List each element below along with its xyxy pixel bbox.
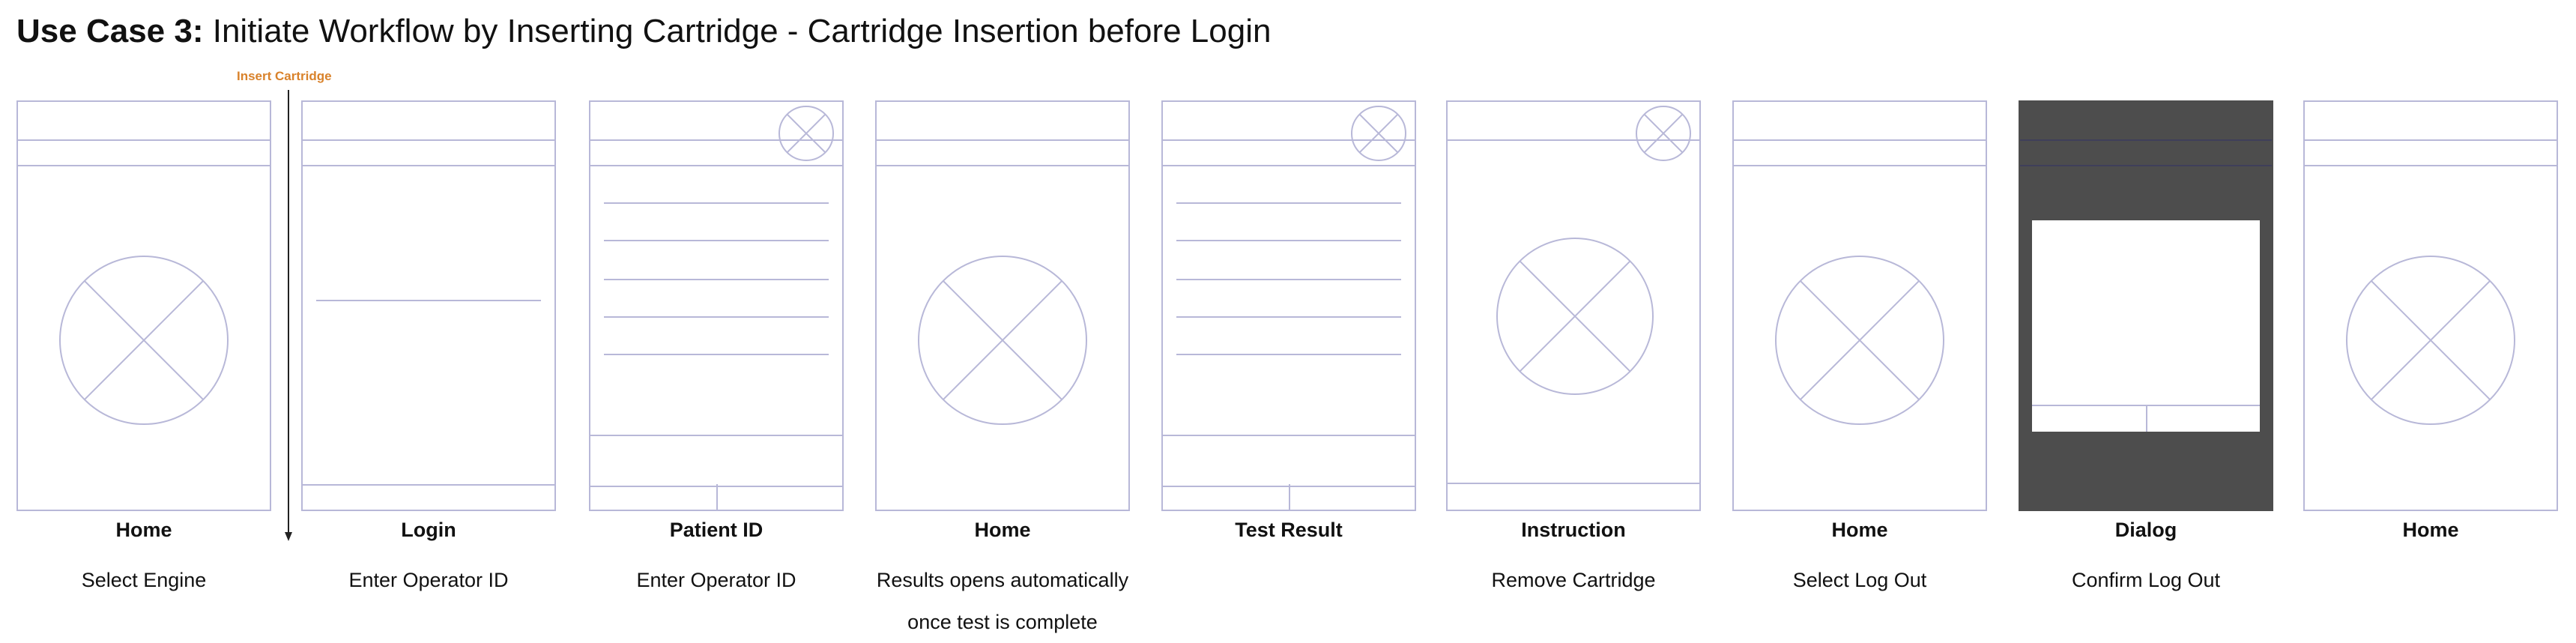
image-placeholder-icon [59,256,229,425]
divider-line [2020,165,2272,166]
screen-name: Login [401,519,456,541]
wireframe-screen [589,100,844,511]
divider-line [2305,139,2557,141]
wireframe-screen [1446,100,1701,511]
caption-line: Results opens automatically [876,569,1129,591]
caption-line: Select Engine [81,569,207,591]
title-bold: Use Case 3: [16,13,204,49]
confirm-dialog [2032,220,2260,432]
title-text: Initiate Workflow by Inserting Cartridge… [212,13,1272,49]
divider-line [590,435,842,436]
placeholder-icon [1636,106,1691,161]
screen-name: Home [1831,519,1888,541]
wireframe-screen [1732,100,1987,511]
caption-line: Enter Operator ID [636,569,796,591]
operator-id-field [316,300,541,301]
screen-name: Instruction [1521,519,1626,541]
list-item [1176,279,1401,280]
placeholder-icon [778,106,834,161]
divider-line [1734,139,1986,141]
screen-name: Test Result [1235,519,1343,541]
wireframe-screen [301,100,556,511]
divider-line [2305,165,2557,166]
page-title: Use Case 3: Initiate Workflow by Inserti… [16,10,1271,52]
divider-line [590,165,842,166]
screen-name: Patient ID [669,519,764,541]
screen-caption: Enter Operator ID [589,559,844,601]
image-placeholder-icon [918,256,1087,425]
screen-caption: Remove Cartridge [1446,559,1701,601]
divider-line [303,139,554,141]
divider-line [303,165,554,166]
caption-line: Select Log Out [1792,569,1927,591]
divider-line [1163,139,1415,141]
caption-line: once test is complete [907,611,1098,633]
screen-caption: Select Engine [16,559,271,601]
divider-line [1734,165,1986,166]
wireframe-screen [1161,100,1416,511]
divider-line [1448,139,1699,141]
screen-caption: Enter Operator ID [301,559,556,601]
list-item [604,279,829,280]
list-item [604,316,829,318]
insert-cartridge-arrow [285,90,292,541]
divider-line [18,139,270,141]
divider-line [303,484,554,486]
divider-line [1448,483,1699,484]
divider-line [1163,435,1415,436]
image-placeholder-icon [1496,238,1654,395]
wireframe-screen [2303,100,2558,511]
screen-name: Home [2402,519,2459,541]
list-item [604,354,829,355]
list-item [1176,316,1401,318]
divider-line [877,165,1128,166]
caption-line: Enter Operator ID [348,569,509,591]
screen-caption: Results opens automatically once test is … [875,559,1130,643]
divider-line [590,139,842,141]
divider-line [877,139,1128,141]
wireframe-screen [16,100,271,511]
divider-line [2020,139,2272,141]
screen-caption: Select Log Out [1732,559,1987,601]
wireframe-screen [2019,100,2273,511]
list-item [1176,240,1401,241]
list-item [1176,354,1401,355]
screen-name: Dialog [2114,519,2177,541]
placeholder-icon [1351,106,1406,161]
screen-name: Home [974,519,1031,541]
image-placeholder-icon [2346,256,2515,425]
footer-divider [1289,484,1290,510]
list-item [604,202,829,204]
dialog-button-split [2146,405,2147,432]
list-item [604,240,829,241]
caption-line: Remove Cartridge [1491,569,1656,591]
list-item [1176,202,1401,204]
caption-line: Confirm Log Out [2071,569,2221,591]
wireframe-screen [875,100,1130,511]
footer-divider [716,484,718,510]
screen-caption: Confirm Log Out [2019,559,2273,601]
image-placeholder-icon [1775,256,1944,425]
insert-cartridge-annotation: Insert Cartridge [237,69,332,83]
divider-line [1163,165,1415,166]
screen-name: Home [115,519,172,541]
divider-line [18,165,270,166]
